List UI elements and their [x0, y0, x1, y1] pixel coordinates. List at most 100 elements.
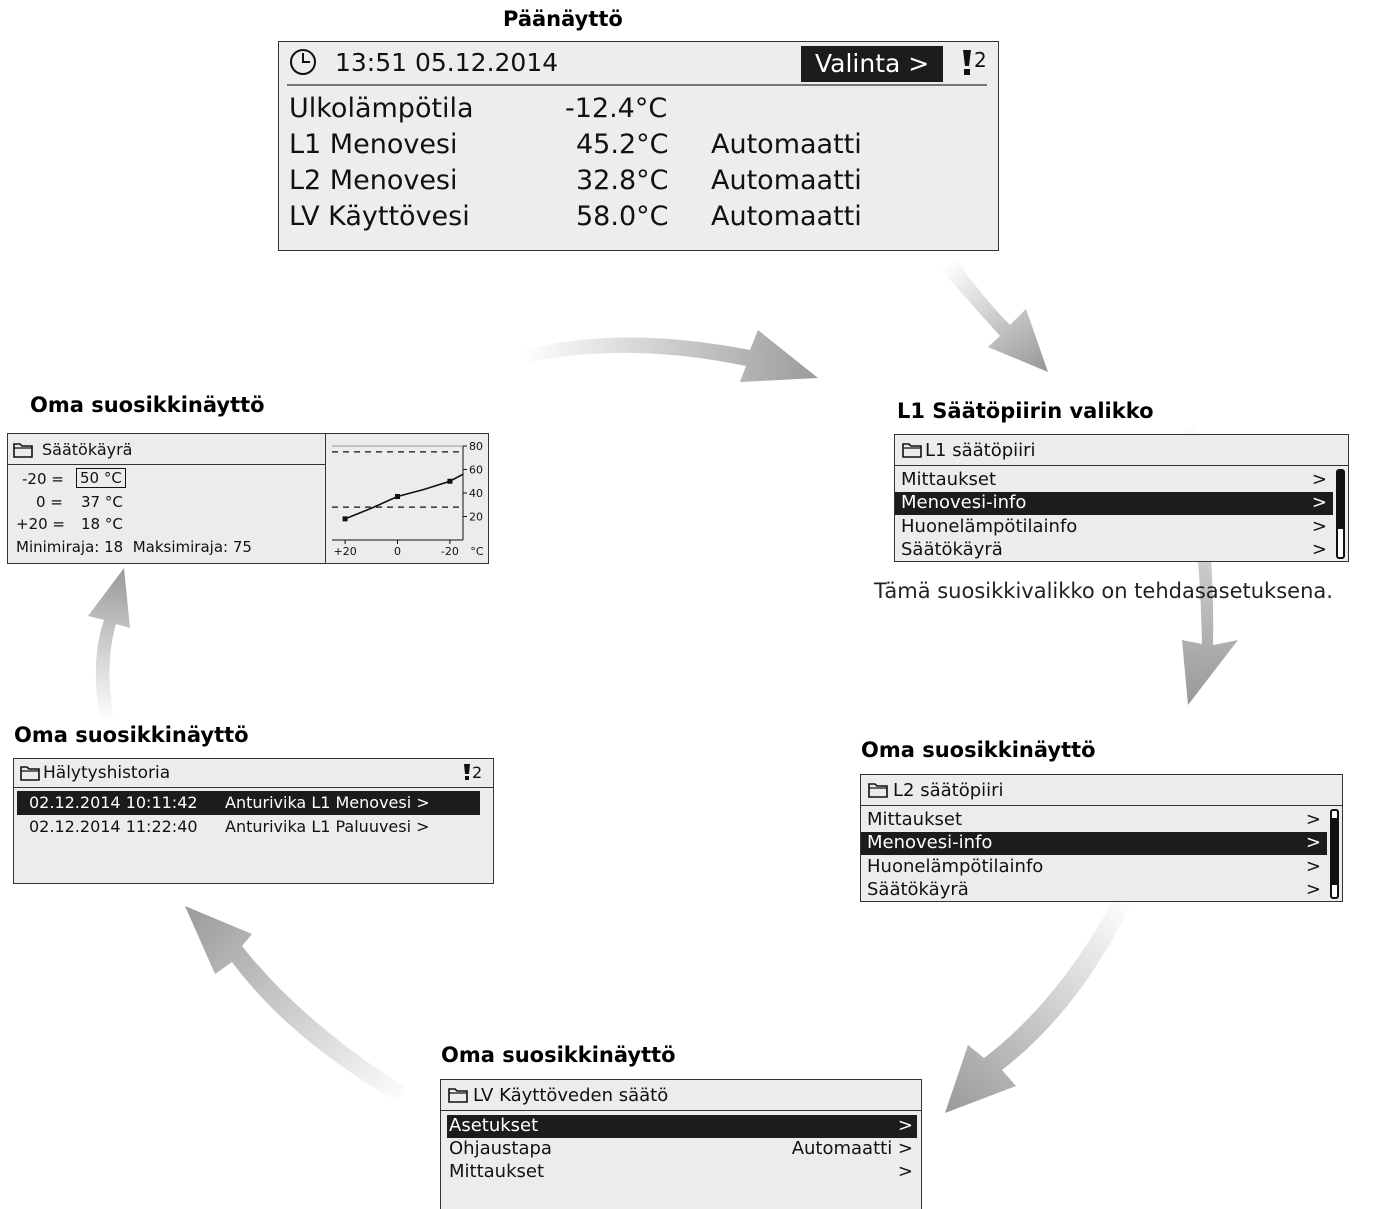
- x-tick-label: -20: [441, 545, 459, 558]
- main-row-mode: Automaatti: [711, 165, 862, 196]
- alarm-icon[interactable]: 2: [462, 763, 482, 782]
- select-button[interactable]: Valinta >: [801, 46, 944, 82]
- menu-item-mittaukset[interactable]: Mittaukset >: [895, 469, 1333, 492]
- menu-item-menovesi-info[interactable]: Menovesi-info >: [861, 832, 1327, 855]
- alarm-datetime: 02.12.2014 10:11:42: [29, 793, 198, 812]
- chevron-right-icon: >: [1311, 539, 1327, 560]
- lv-menu-caption: Oma suosikkinäyttö: [441, 1043, 676, 1067]
- header-divider: [287, 84, 987, 86]
- main-row-label: Ulkolämpötila: [289, 93, 474, 124]
- menu-item-label: Huonelämpötilainfo: [901, 516, 1078, 537]
- menu-item-label: Mittaukset: [867, 809, 963, 830]
- menu-item-label: Säätökäyrä: [901, 539, 1003, 560]
- menu-item-mittaukset[interactable]: Mittaukset >: [861, 809, 1327, 832]
- alarm-history-screen: Hälytyshistoria 2 02.12.2014 10:11:42 An…: [13, 758, 494, 884]
- chevron-right-icon: >: [1311, 492, 1327, 513]
- lv-menu-header: LV Käyttöveden säätö: [441, 1080, 921, 1111]
- x-tick-label: +20: [333, 545, 356, 558]
- alarm-history-caption: Oma suosikkinäyttö: [14, 723, 249, 747]
- alarm-icon[interactable]: 2: [960, 48, 987, 76]
- main-row[interactable]: L2 Menovesi 32.8°C Automaatti: [289, 165, 989, 201]
- l2-menu-caption: Oma suosikkinäyttö: [861, 738, 1096, 762]
- l1-menu-screen: L1 säätöpiiri Mittaukset > Menovesi-info…: [894, 434, 1349, 562]
- l1-menu-title: L1 säätöpiiri: [925, 440, 1036, 461]
- curve-screen: Säätökäyrä -20 = 50 °C 0 = 37 °C +20 = 1…: [7, 433, 489, 564]
- main-row: Ulkolämpötila -12.4°C: [289, 93, 989, 129]
- l1-menu-caption: L1 Säätöpiirin valikko: [897, 399, 1154, 423]
- chevron-right-icon: >: [1305, 856, 1321, 877]
- main-row[interactable]: L1 Menovesi 45.2°C Automaatti: [289, 129, 989, 165]
- main-row-value: 32.8°C: [576, 165, 669, 196]
- menu-item-label: Mittaukset: [449, 1161, 545, 1182]
- alarm-datetime: 02.12.2014 11:22:40: [29, 817, 198, 836]
- scrollbar-thumb[interactable]: [1338, 471, 1343, 530]
- curve-title: Säätökäyrä: [42, 440, 133, 459]
- chevron-right-icon: >: [897, 1161, 913, 1182]
- curve-row-label: 0 =: [36, 493, 63, 511]
- l1-menu-note: Tämä suosikkivalikko on tehdasasetuksena…: [874, 579, 1333, 603]
- y-tick-label: 20: [469, 511, 483, 524]
- chevron-right-icon: >: [897, 1115, 913, 1136]
- curve-header: Säätökäyrä: [8, 434, 325, 465]
- main-row[interactable]: LV Käyttövesi 58.0°C Automaatti: [289, 201, 989, 237]
- curve-screen-caption: Oma suosikkinäyttö: [30, 393, 265, 417]
- menu-item-mittaukset[interactable]: Mittaukset >: [447, 1161, 917, 1184]
- curve-point: [447, 478, 453, 484]
- curve-row-value[interactable]: 50 °C: [76, 468, 126, 488]
- y-tick-label: 40: [469, 487, 483, 500]
- chevron-right-icon: >: [1305, 809, 1321, 830]
- alarm-row[interactable]: 02.12.2014 10:11:42 Anturivika L1 Menove…: [17, 791, 480, 815]
- curve-row-label: +20 =: [16, 515, 65, 533]
- scrollbar[interactable]: [1336, 469, 1345, 559]
- folder-icon: [20, 764, 40, 785]
- menu-item-label: Mittaukset: [901, 469, 997, 490]
- alarm-count: 2: [974, 48, 987, 72]
- l2-menu-title: L2 säätöpiiri: [893, 780, 1004, 801]
- main-screen: 13:51 05.12.2014 Valinta > 2 Ulkolämpöti…: [278, 41, 999, 251]
- scrollbar[interactable]: [1330, 809, 1339, 899]
- main-row-value: -12.4°C: [565, 93, 668, 124]
- menu-item-asetukset[interactable]: Asetukset >: [447, 1115, 917, 1138]
- menu-item-menovesi-info[interactable]: Menovesi-info >: [895, 492, 1333, 515]
- menu-item-ohjaustapa[interactable]: Ohjaustapa Automaatti >: [447, 1138, 917, 1161]
- alarm-history-header: Hälytyshistoria 2: [14, 759, 493, 788]
- menu-item-saatokayra[interactable]: Säätökäyrä >: [895, 539, 1333, 561]
- curve-row[interactable]: -20 = 50 °C: [8, 468, 325, 492]
- main-time: 13:51 05.12.2014: [335, 48, 559, 77]
- alarm-count: 2: [472, 763, 483, 782]
- main-row-label: L1 Menovesi: [289, 129, 458, 160]
- chevron-right-icon: >: [1305, 879, 1321, 900]
- menu-item-value: Automaatti >: [791, 1138, 913, 1159]
- curve-row[interactable]: 0 = 37 °C: [8, 493, 325, 515]
- y-tick-label: 80: [469, 440, 483, 453]
- menu-item-huonelampotilainfo[interactable]: Huonelämpötilainfo >: [861, 856, 1327, 879]
- menu-item-label: Menovesi-info: [867, 832, 993, 853]
- clock-icon: [289, 48, 317, 80]
- y-tick-label: 60: [469, 464, 483, 477]
- l2-menu-header: L2 säätöpiiri: [861, 775, 1342, 806]
- curve-point: [395, 494, 400, 500]
- alarm-history-title: Hälytyshistoria: [43, 763, 171, 783]
- main-row-value: 45.2°C: [576, 129, 669, 160]
- menu-item-saatokayra[interactable]: Säätökäyrä >: [861, 879, 1327, 901]
- scrollbar-thumb[interactable]: [1332, 817, 1337, 885]
- main-row-mode: Automaatti: [711, 201, 862, 232]
- chevron-right-icon: >: [1311, 469, 1327, 490]
- curve-row-value: 18 °C: [81, 515, 123, 533]
- folder-icon: [902, 441, 922, 462]
- main-screen-caption: Päänäyttö: [503, 7, 623, 31]
- chevron-right-icon: >: [1311, 516, 1327, 537]
- menu-item-huonelampotilainfo[interactable]: Huonelämpötilainfo >: [895, 516, 1333, 539]
- folder-icon: [868, 781, 888, 802]
- menu-item-label: Asetukset: [449, 1115, 539, 1136]
- main-row-value: 58.0°C: [576, 201, 669, 232]
- curve-limits: Minimiraja: 18 Maksimiraja: 75: [16, 538, 252, 556]
- curve-row[interactable]: +20 = 18 °C: [8, 515, 325, 537]
- menu-item-label: Menovesi-info: [901, 492, 1027, 513]
- x-tick-label: 0: [394, 545, 401, 558]
- alarm-row[interactable]: 02.12.2014 11:22:40 Anturivika L1 Paluuv…: [17, 815, 480, 839]
- curve-row-value: 37 °C: [81, 493, 123, 511]
- menu-item-label: Huonelämpötilainfo: [867, 856, 1044, 877]
- l1-menu-header: L1 säätöpiiri: [895, 435, 1348, 466]
